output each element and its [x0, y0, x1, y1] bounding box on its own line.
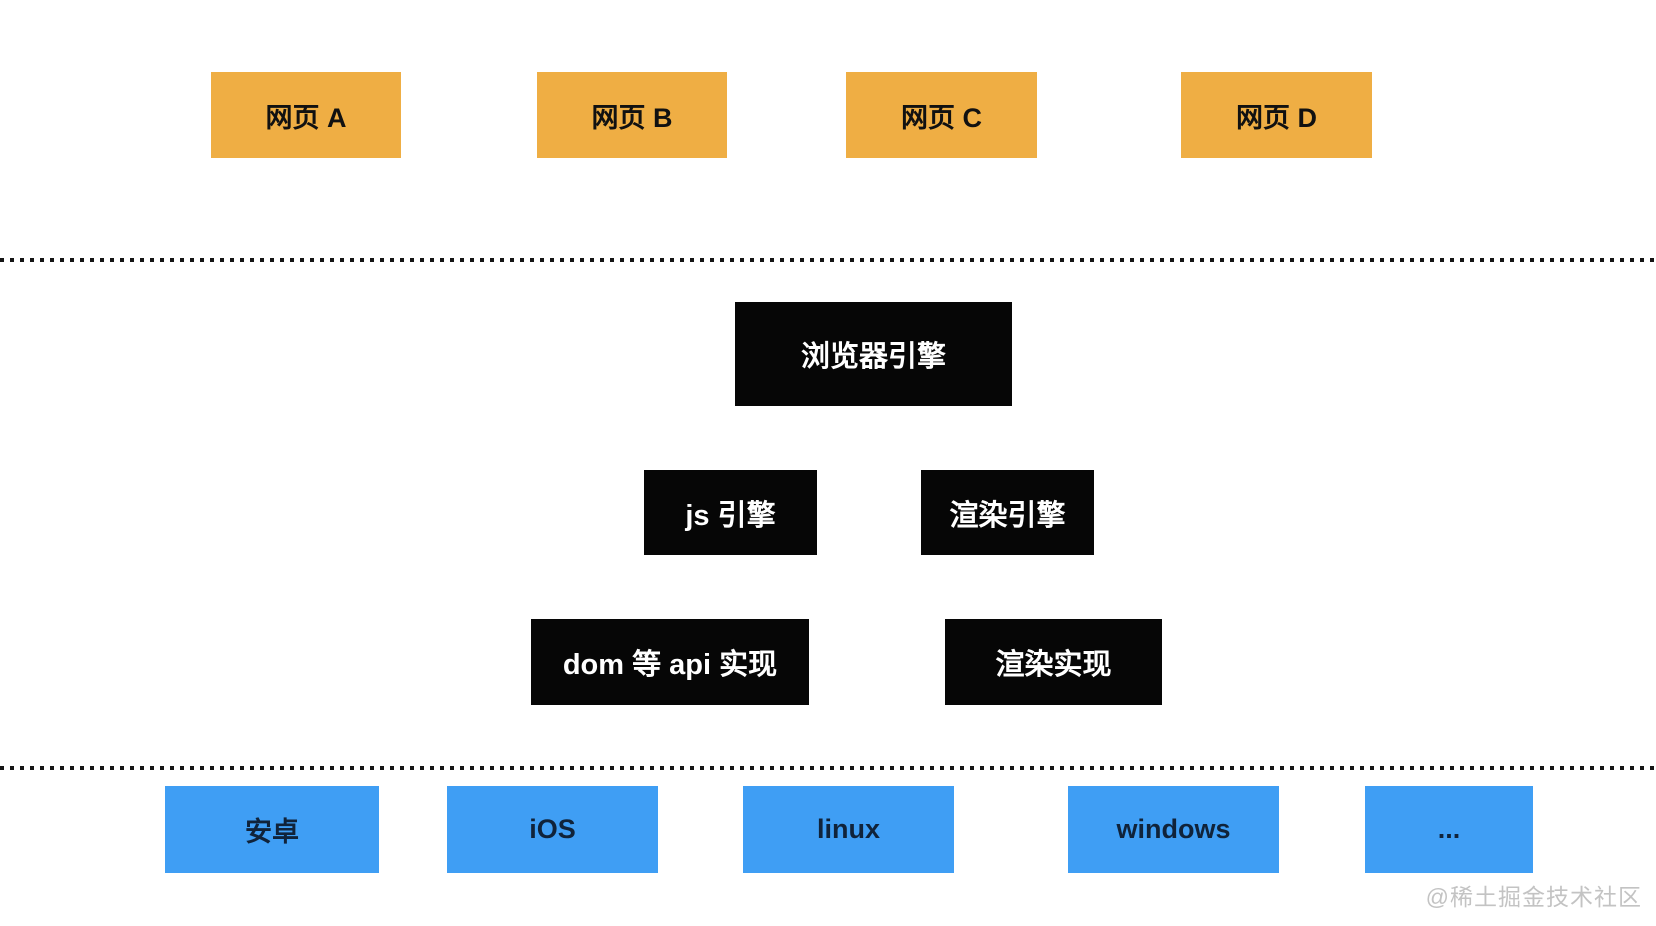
- render-implementation-box: 渲染实现: [945, 619, 1162, 705]
- dotted-separator-top: [0, 258, 1656, 262]
- web-page-b-box: 网页 B: [537, 72, 727, 158]
- web-page-c-box: 网页 C: [846, 72, 1037, 158]
- platform-ios-box: iOS: [447, 786, 658, 873]
- web-page-d-box: 网页 D: [1181, 72, 1372, 158]
- platform-more-box: ...: [1365, 786, 1533, 873]
- platform-android-box: 安卓: [165, 786, 379, 873]
- dom-api-implementation-box: dom 等 api 实现: [531, 619, 809, 705]
- render-engine-box: 渲染引擎: [921, 470, 1094, 555]
- js-engine-box: js 引擎: [644, 470, 817, 555]
- web-page-a-box: 网页 A: [211, 72, 401, 158]
- platform-windows-box: windows: [1068, 786, 1279, 873]
- watermark-text: @稀土掘金技术社区: [1425, 884, 1642, 910]
- dotted-separator-bottom: [0, 766, 1656, 770]
- browser-engine-box: 浏览器引擎: [735, 302, 1012, 406]
- platform-linux-box: linux: [743, 786, 954, 873]
